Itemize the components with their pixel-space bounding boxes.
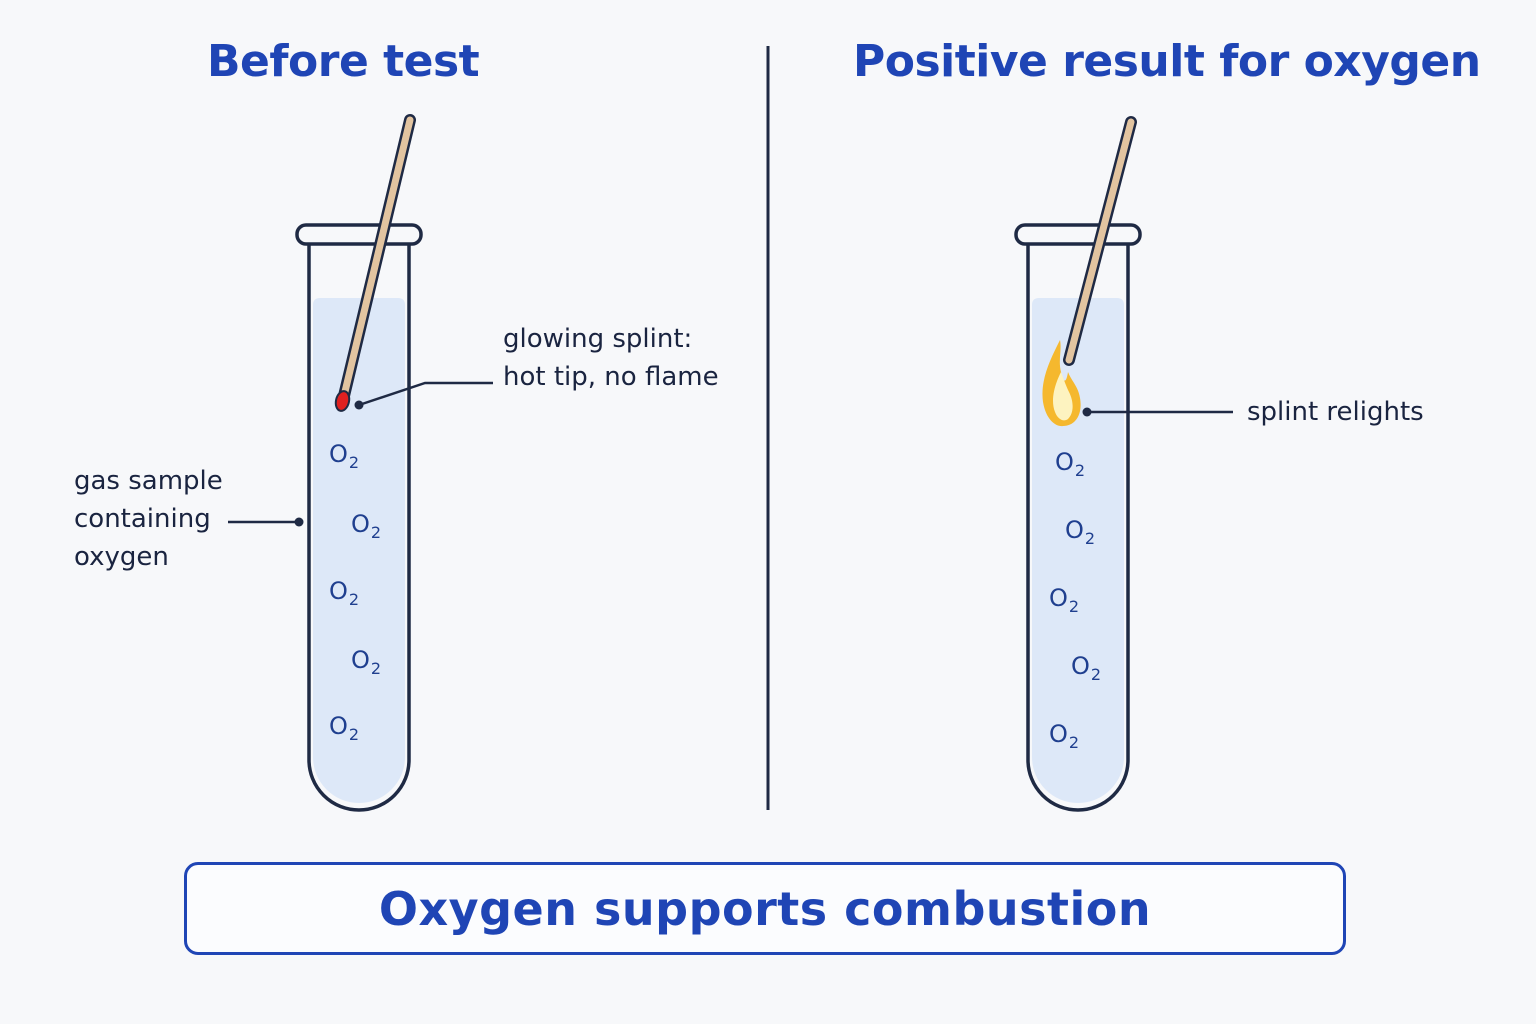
glowing-splint-label-line: hot tip, no flame bbox=[503, 362, 719, 392]
oxygen-molecule-label: O2 bbox=[1071, 652, 1102, 684]
gas-sample-label-line: oxygen bbox=[74, 542, 169, 572]
oxygen-molecule-label: O2 bbox=[329, 577, 360, 609]
glowing-splint-leader bbox=[354, 381, 493, 410]
conclusion-text: Oxygen supports combustion bbox=[378, 881, 1152, 936]
glowing-splint-label: glowing splint: hot tip, no flame bbox=[503, 320, 719, 396]
panel-title-before-test: Before test bbox=[207, 36, 480, 87]
glowing-splint-label-line: glowing splint: bbox=[503, 324, 693, 354]
oxygen-molecule-label: O2 bbox=[1049, 720, 1080, 752]
oxygen-molecule-label: O2 bbox=[1055, 448, 1086, 480]
test-tube-icon bbox=[1014, 223, 1142, 812]
flame-icon bbox=[1042, 340, 1081, 427]
wooden-splint-icon bbox=[334, 114, 416, 412]
splint-relights-leader bbox=[1082, 407, 1233, 417]
gas-fill bbox=[313, 298, 405, 803]
gas-fill bbox=[1032, 298, 1124, 803]
oxygen-molecule-label: O2 bbox=[329, 440, 360, 472]
oxygen-molecule-label: O2 bbox=[351, 646, 382, 678]
oxygen-molecule-label: O2 bbox=[329, 712, 360, 744]
splint-relights-label: splint relights bbox=[1247, 397, 1424, 427]
wooden-splint-icon bbox=[1063, 116, 1137, 366]
gas-sample-label: gas sample containing oxygen bbox=[74, 462, 223, 576]
oxygen-molecule-label: O2 bbox=[1049, 584, 1080, 616]
test-tube-icon bbox=[295, 223, 423, 812]
gas-sample-label-line: gas sample bbox=[74, 466, 223, 496]
glowing-tip-icon bbox=[334, 390, 351, 412]
conclusion-box: Oxygen supports combustion bbox=[184, 862, 1346, 955]
panel-title-positive-result: Positive result for oxygen bbox=[853, 36, 1481, 87]
oxygen-molecule-label: O2 bbox=[351, 510, 382, 542]
oxygen-molecule-label: O2 bbox=[1065, 516, 1096, 548]
gas-sample-label-line: containing bbox=[74, 504, 211, 534]
gas-sample-leader bbox=[228, 517, 304, 527]
